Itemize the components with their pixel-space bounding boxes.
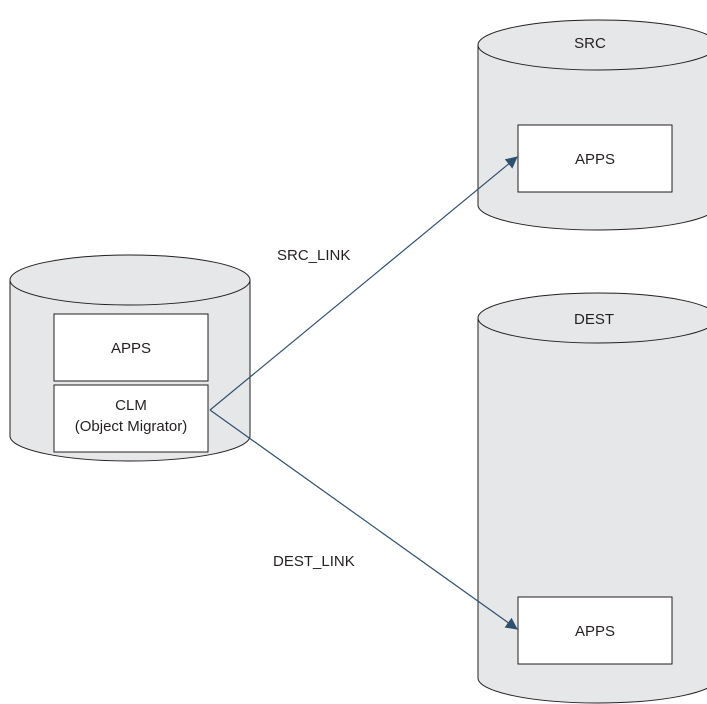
clm-host-database: APPS CLM (Object Migrator)	[9, 254, 251, 462]
dest-link-label: DEST_LINK	[273, 553, 355, 570]
src-apps-box	[517, 124, 673, 193]
clm-object-migrator-sublabel: (Object Migrator)	[75, 418, 188, 435]
clm-host-apps-label: APPS	[111, 340, 151, 357]
src-database-title: SRC	[574, 35, 606, 52]
dest-cylinder-top	[477, 292, 707, 344]
dest-apps-label: APPS	[575, 623, 615, 640]
clm-host-cylinder-top	[9, 254, 251, 306]
src-cylinder-top	[477, 19, 707, 71]
src-database: SRC APPS	[477, 19, 707, 231]
src-apps-label: APPS	[575, 151, 615, 168]
dest-link-arrow	[209, 409, 518, 630]
src-link-label: SRC_LINK	[277, 247, 350, 264]
dest-database: DEST APPS	[477, 292, 707, 704]
dest-database-title: DEST	[574, 311, 614, 328]
clm-object-migrator-box	[53, 384, 209, 453]
dest-apps-box	[517, 596, 673, 665]
clm-object-migrator-label: CLM	[115, 397, 147, 414]
clm-host-apps-box	[53, 313, 209, 382]
src-link-arrow	[209, 156, 518, 411]
